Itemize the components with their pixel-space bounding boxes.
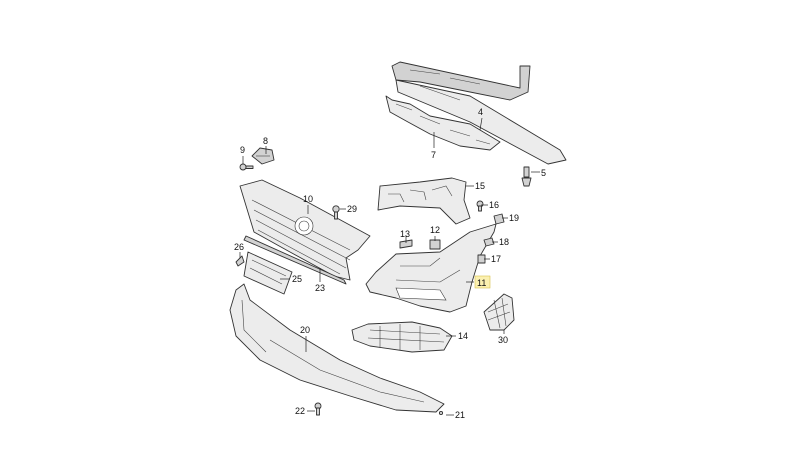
callout-16: 16: [489, 200, 499, 210]
part-29-bolt: [332, 205, 340, 220]
callout-20: 20: [300, 325, 310, 335]
callout-12: 12: [430, 225, 440, 235]
part-5-bolt: [521, 166, 532, 187]
part-30-mesh-insert: [483, 293, 515, 331]
callout-25: 25: [292, 274, 302, 284]
callout-29: 29: [347, 204, 357, 214]
part-12-clip: [429, 239, 441, 250]
part-17-nut: [477, 254, 486, 264]
part-13-clip: [399, 239, 413, 249]
part-15-side-bracket: [377, 177, 471, 225]
callout-8: 8: [263, 136, 268, 146]
callout-26: 26: [234, 242, 244, 252]
part-9-screw: [239, 163, 254, 171]
part-18-screw: [483, 237, 495, 247]
part-21-marker: [438, 410, 444, 416]
callout-9: 9: [240, 145, 245, 155]
callout-22: 22: [295, 406, 305, 416]
part-19-clip: [493, 213, 505, 225]
part-10-grille: [239, 179, 371, 281]
callout-4: 4: [478, 107, 483, 117]
callout-14: 14: [458, 331, 468, 341]
callout-7: 7: [431, 150, 436, 160]
callout-5: 5: [541, 168, 546, 178]
part-22-screw: [314, 402, 322, 416]
callout-30: 30: [498, 335, 508, 345]
callout-13: 13: [400, 229, 410, 239]
part-7-absorber: [385, 95, 501, 151]
part-14-lower-grille: [351, 321, 453, 353]
part-20-lower-spoiler: [229, 283, 445, 413]
part-25-plate-bracket: [243, 251, 293, 295]
callout-21: 21: [455, 410, 465, 420]
callout-17: 17: [491, 254, 501, 264]
callout-19: 19: [509, 213, 519, 223]
part-11-bumper-cover: [365, 223, 497, 313]
callout-11: 11: [477, 278, 486, 288]
part-8-bracket: [251, 147, 275, 165]
callout-23: 23: [315, 283, 325, 293]
part-23-trim-strip: [243, 235, 347, 285]
leader-lines: [239, 117, 540, 416]
callout-11-highlight: [474, 275, 491, 289]
part-16-clip: [476, 200, 484, 212]
callout-10: 10: [303, 194, 313, 204]
callout-15: 15: [475, 181, 485, 191]
callout-18: 18: [499, 237, 509, 247]
